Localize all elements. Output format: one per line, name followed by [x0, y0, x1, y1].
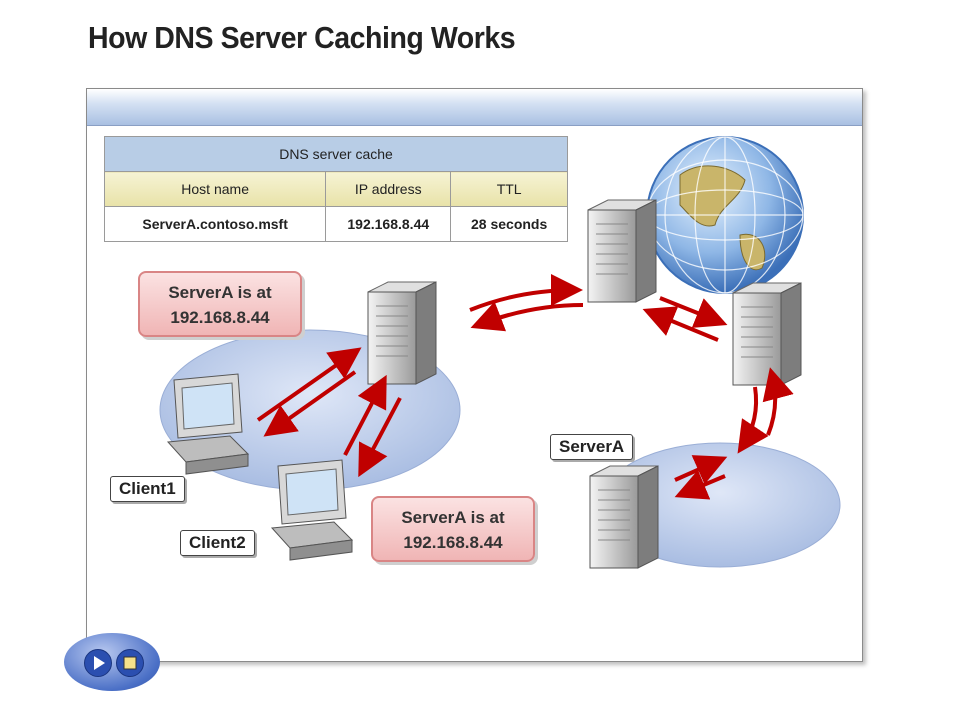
callout-bottom-line1: ServerA is at — [401, 508, 505, 527]
arrow-server-to-client2 — [358, 397, 402, 478]
arrow-serverA-out — [674, 469, 726, 500]
panel-header-bar — [87, 89, 862, 126]
cell-host-name: ServerA.contoso.msft — [103, 206, 327, 242]
stop-icon[interactable] — [116, 649, 144, 677]
serverA-icon — [589, 465, 659, 569]
client2-computer-icon — [270, 459, 354, 561]
arrow-serverA-to-tld — [762, 367, 794, 436]
arrow-tld-to-serverA — [737, 386, 769, 454]
callout-top-line1: ServerA is at — [168, 283, 272, 302]
page-title: How DNS Server Caching Works — [88, 20, 516, 55]
header-host-name: Host name — [103, 171, 327, 207]
arrow-server-to-client1 — [263, 370, 357, 437]
dns-cache-table: DNS server cache Host name IP address TT… — [103, 136, 568, 242]
tld-dns-server-icon — [732, 282, 802, 386]
callout-top-line2: 192.168.8.44 — [170, 308, 270, 327]
callout-top: ServerA is at 192.168.8.44 — [138, 271, 302, 337]
label-serverA: ServerA — [550, 434, 634, 460]
query-arrows — [256, 274, 794, 500]
arrow-client2-to-server — [343, 374, 387, 456]
arrow-root-to-tld — [659, 296, 728, 328]
play-icon[interactable] — [84, 649, 112, 677]
label-client1: Client1 — [110, 476, 185, 502]
header-ttl: TTL — [450, 171, 568, 207]
arrow-tld-to-root — [642, 306, 719, 342]
callout-bottom-line2: 192.168.8.44 — [403, 533, 503, 552]
table-row: ServerA.contoso.msft 192.168.8.44 28 sec… — [103, 206, 568, 242]
dns-cache-caption: DNS server cache — [104, 136, 568, 172]
root-dns-server-icon — [587, 199, 657, 303]
client1-computer-icon — [166, 373, 250, 475]
header-ip-address: IP address — [325, 171, 452, 207]
arrow-root-to-server — [470, 301, 584, 332]
cell-ip-address: 192.168.8.44 — [325, 206, 452, 242]
local-dns-server-icon — [367, 281, 437, 385]
cell-ttl: 28 seconds — [450, 206, 568, 242]
callout-bottom: ServerA is at 192.168.8.44 — [371, 496, 535, 562]
globe-icon — [646, 136, 804, 294]
slide-nav-control[interactable] — [64, 633, 160, 691]
label-client2: Client2 — [180, 530, 255, 556]
